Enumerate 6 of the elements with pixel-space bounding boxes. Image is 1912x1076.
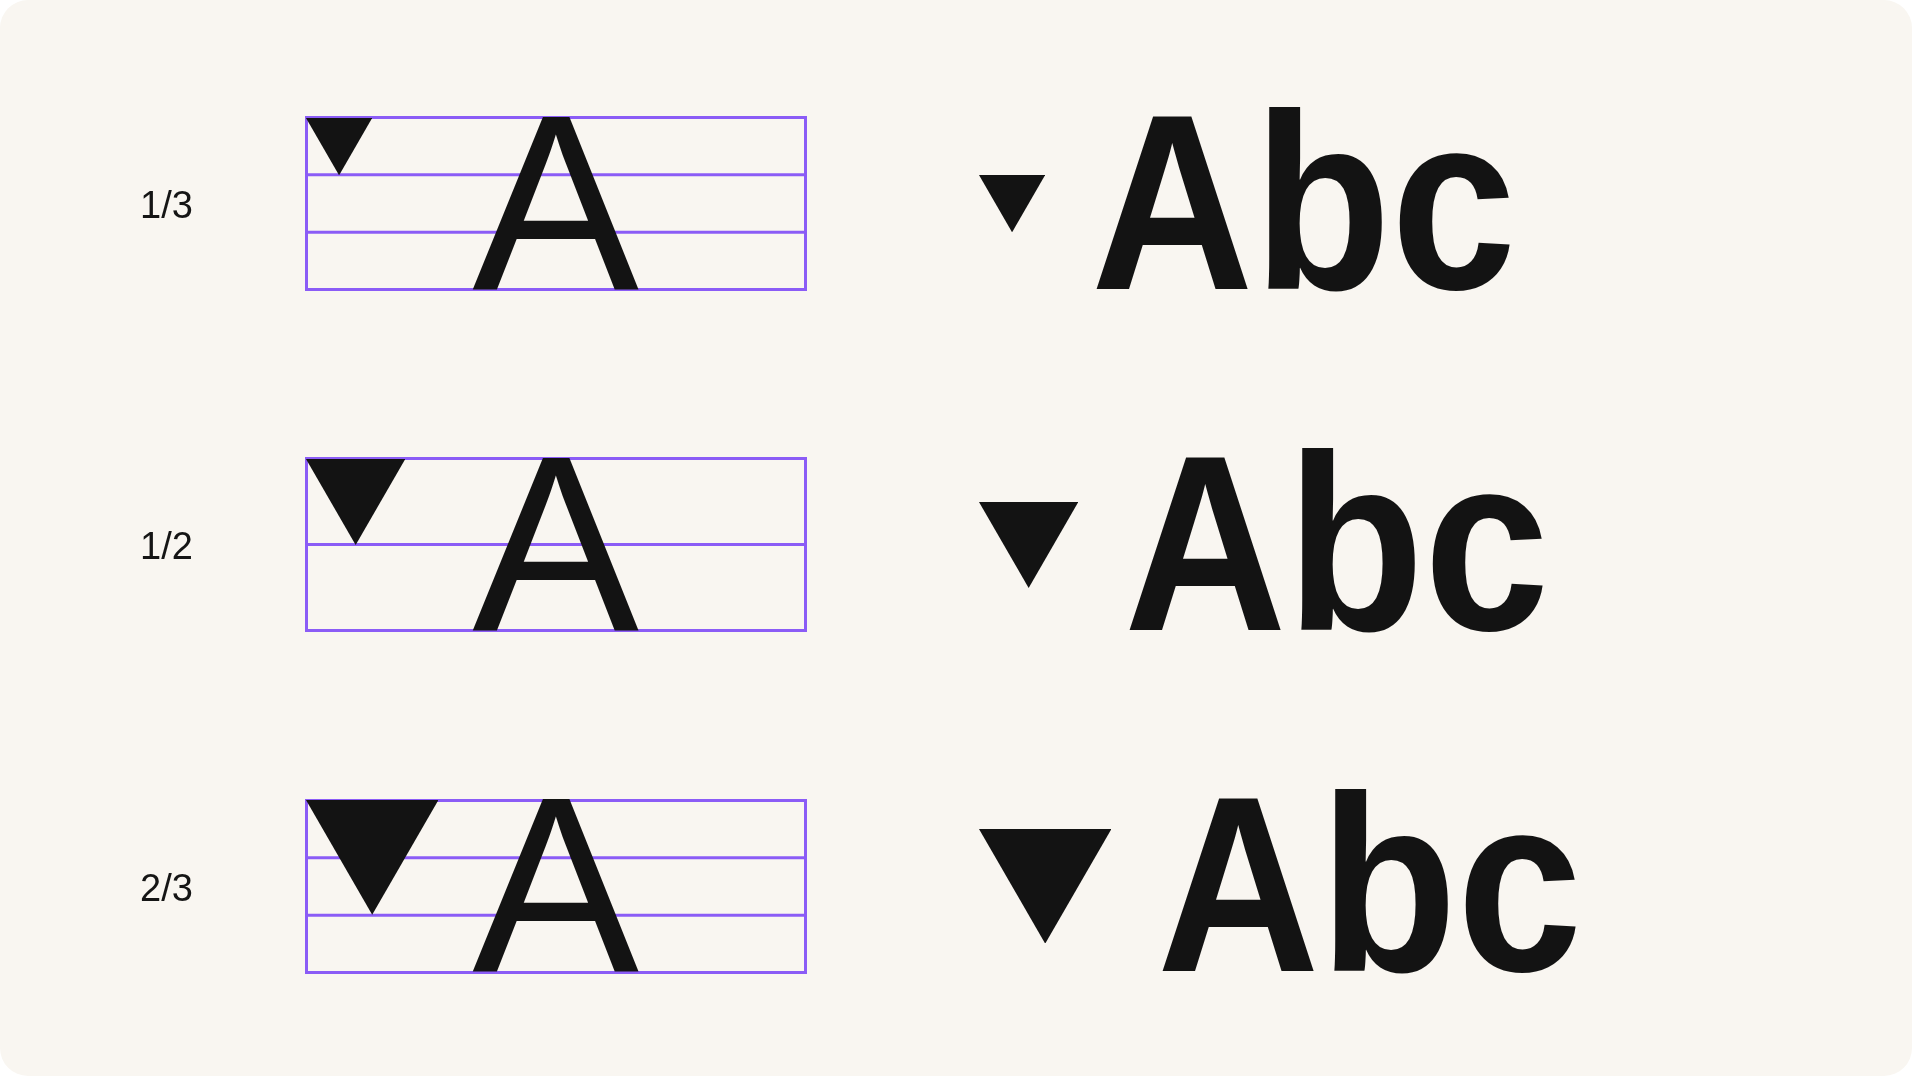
ratio-label: 1/2 [140,527,193,566]
specimen-text: Abc [1157,789,1583,982]
ratio-label: 1/3 [140,186,193,225]
ratio-label: 2/3 [140,868,193,907]
specimen-text: Abc [1124,447,1550,641]
specimen-text: Abc [1091,106,1517,300]
